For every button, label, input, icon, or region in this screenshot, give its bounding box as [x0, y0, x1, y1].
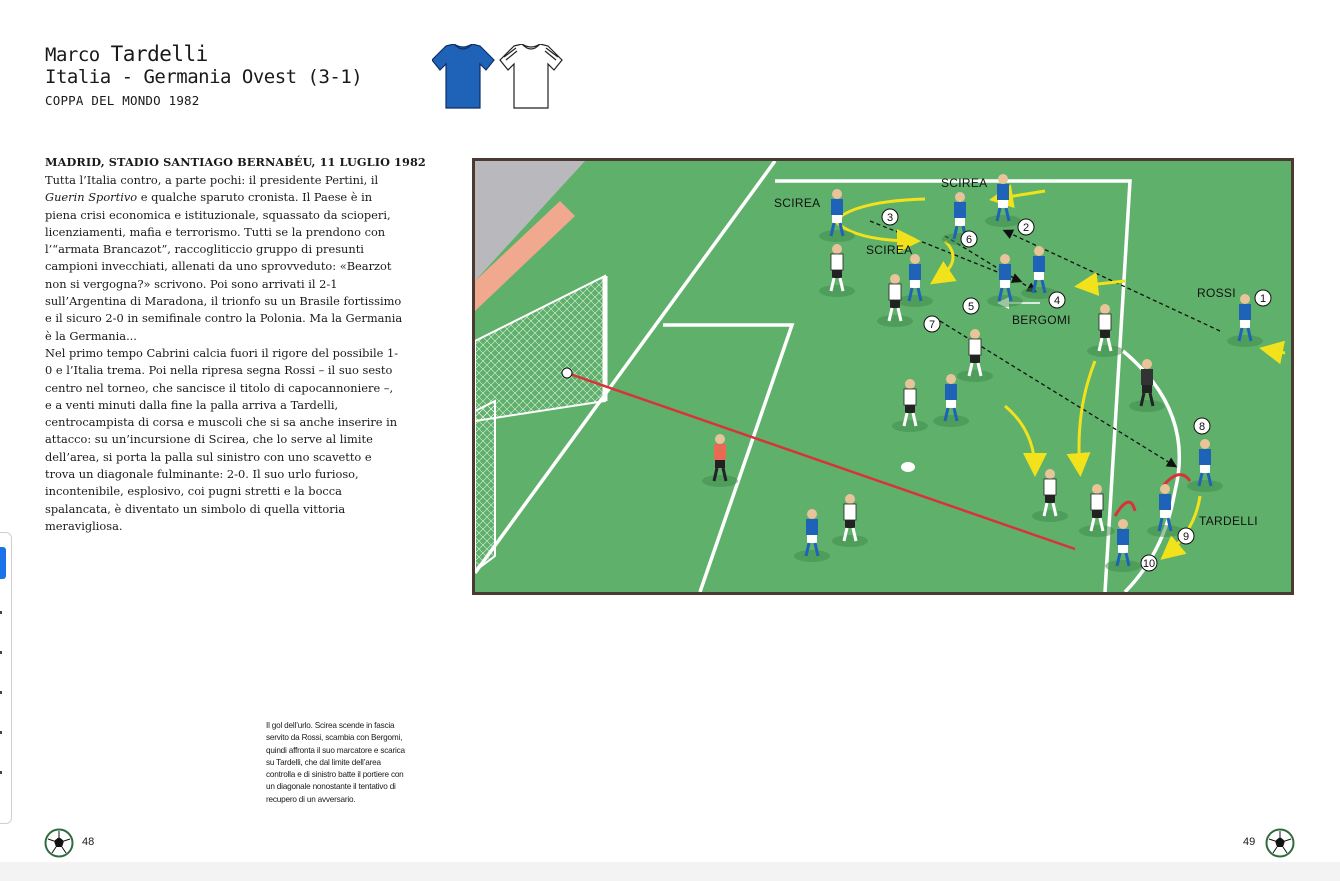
paragraph-2: Nel primo tempo Cabrini calcia fuori il … — [45, 345, 399, 533]
goal-net-icon — [475, 274, 608, 573]
page-thumbnail-scrollbar[interactable] — [0, 532, 12, 824]
step-6: 6 — [966, 234, 972, 246]
author-last-name: Tardelli — [110, 42, 209, 66]
step-3: 3 — [887, 212, 893, 224]
label-scirea-1: SCIREA — [774, 196, 820, 210]
label-rossi: ROSSI — [1197, 286, 1236, 300]
step-10: 10 — [1143, 558, 1155, 570]
step-9: 9 — [1183, 531, 1189, 543]
magazine-name: Guerin Sportivo — [45, 190, 138, 205]
step-2: 2 — [1023, 222, 1029, 234]
article-body: Tutta l’Italia contro, a parte pochi: il… — [45, 172, 403, 535]
penalty-spot — [901, 462, 915, 472]
step-markers: 1 2 3 4 5 6 7 8 9 10 — [881, 208, 1272, 572]
step-1: 1 — [1260, 293, 1266, 305]
shot-line — [566, 371, 1076, 551]
competition-name: COPPA DEL MONDO 1982 — [45, 93, 200, 108]
step-8: 8 — [1199, 421, 1205, 433]
p1-text-a: Tutta l’Italia contro, a parte pochi: il… — [45, 173, 379, 187]
match-title: Italia - Germania Ovest (3-1) — [45, 66, 363, 88]
diagram-caption: Il gol dell’urlo. Scirea scende in fasci… — [266, 721, 405, 804]
ball-icon — [561, 367, 573, 379]
goal-diagram: SCIREA SCIREA SCIREA ROSSI BERGOMI TARDE… — [472, 158, 1294, 595]
italy-shirt-icon — [431, 43, 495, 109]
label-bergomi: BERGOMI — [1012, 313, 1071, 327]
label-scirea-2: SCIREA — [941, 176, 987, 190]
step-4: 4 — [1054, 295, 1060, 307]
page-number-right: 49 — [1243, 836, 1256, 848]
soccer-ball-icon — [1265, 828, 1295, 858]
germany-shirt-icon — [499, 43, 563, 109]
paragraph-1: Tutta l’Italia contro, a parte pochi: il… — [45, 172, 403, 345]
bottom-shadow — [0, 862, 1340, 881]
author-first-name: Marco — [45, 44, 100, 66]
scroll-thumb[interactable] — [0, 547, 6, 579]
label-scirea-3: SCIREA — [866, 243, 912, 257]
players — [702, 174, 1263, 572]
team-shirts — [431, 43, 564, 114]
label-tardelli: TARDELLI — [1199, 514, 1258, 528]
step-7: 7 — [929, 319, 935, 331]
author-name: Marco Tardelli — [45, 42, 208, 66]
soccer-ball-icon — [44, 828, 74, 858]
pitch-illustration: SCIREA SCIREA SCIREA ROSSI BERGOMI TARDE… — [475, 161, 1286, 592]
stand-area — [475, 161, 585, 281]
venue-line: MADRID, STADIO SANTIAGO BERNABÉU, 11 LUG… — [45, 155, 426, 169]
p1-text-b: e qualche sparuto cronista. Il Paese è i… — [45, 190, 403, 343]
step-5: 5 — [968, 301, 974, 313]
page-number-left: 48 — [82, 836, 95, 848]
